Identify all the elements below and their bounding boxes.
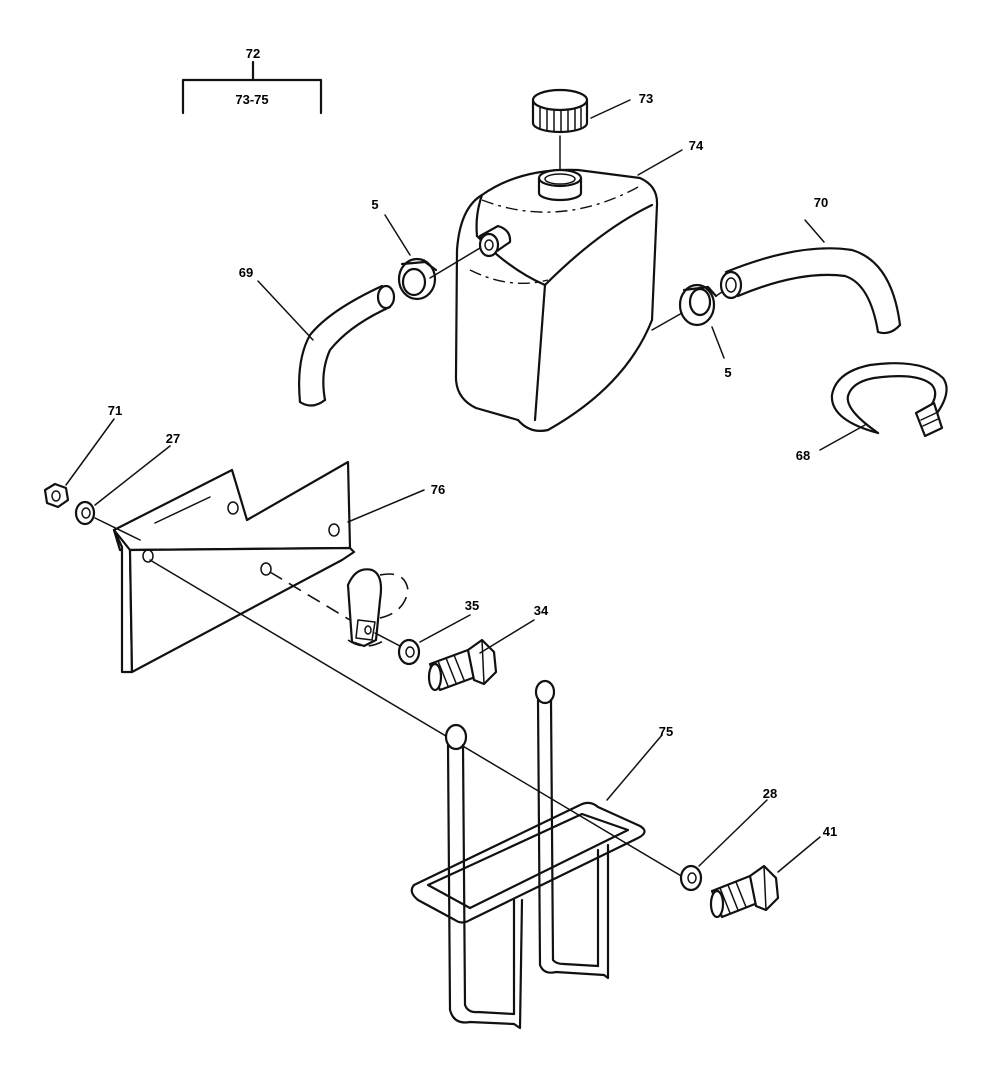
hose-clamp-5-right — [652, 285, 728, 330]
callout-74: 74 — [689, 138, 704, 153]
callout-5-left: 5 — [371, 197, 378, 212]
mounting-bracket-76 — [114, 462, 354, 672]
assembly-line-clip — [270, 572, 350, 620]
callout-76: 76 — [431, 482, 445, 497]
callout-72: 72 — [246, 46, 260, 61]
washer-27 — [76, 502, 94, 524]
callout-73: 73 — [639, 91, 653, 106]
hose-69 — [299, 286, 394, 406]
callout-27: 27 — [166, 431, 180, 446]
callout-28: 28 — [763, 786, 777, 801]
callout-71: 71 — [108, 403, 122, 418]
bolt-41 — [711, 866, 778, 917]
callout-69: 69 — [239, 265, 253, 280]
callout-41: 41 — [823, 824, 837, 839]
strap-68 — [832, 363, 947, 436]
bolt-34 — [429, 640, 496, 690]
assembly-line-long — [150, 560, 688, 880]
reservoir-tank-74 — [456, 170, 657, 431]
nut-71 — [45, 484, 68, 507]
washer-28 — [681, 866, 701, 890]
callout-5-right: 5 — [724, 365, 731, 380]
callout-35: 35 — [465, 598, 479, 613]
callout-70: 70 — [814, 195, 828, 210]
hose-70 — [721, 248, 900, 333]
washer-35 — [399, 640, 419, 664]
callout-34: 34 — [534, 603, 549, 618]
bottle-holder-75 — [412, 681, 645, 1028]
fill-cap-73 — [533, 90, 587, 172]
callout-73-75: 73-75 — [235, 92, 268, 107]
callout-75: 75 — [659, 724, 673, 739]
callout-68: 68 — [796, 448, 810, 463]
